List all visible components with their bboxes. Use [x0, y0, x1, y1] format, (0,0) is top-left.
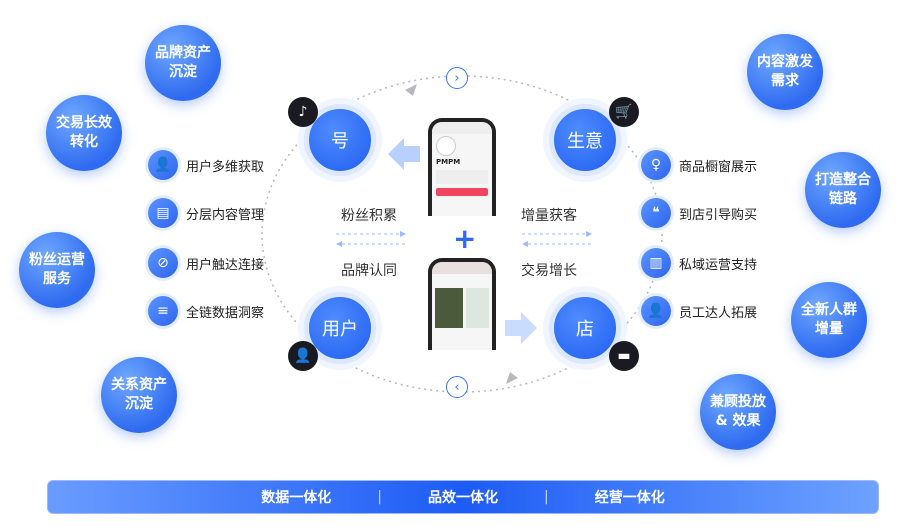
bubble-left-1: 品牌资产沉淀	[145, 25, 221, 101]
left-item-3: ⊘用户触达连接	[148, 248, 264, 278]
bubble-right-2: 打造整合链路	[805, 152, 881, 228]
right-item-2: ❝到店引导购买	[641, 198, 757, 228]
database-icon: ≡	[148, 296, 178, 326]
phone-account-name: PMPM	[436, 158, 461, 166]
bubble-left-3: 粉丝运营服务	[19, 232, 95, 308]
cart-icon: 🛒	[609, 97, 639, 127]
label-brand-recognition: 品牌认同	[341, 263, 397, 279]
right-item-1: ♀商品橱窗展示	[641, 150, 757, 180]
label-incremental-acquisition: 增量获客	[521, 208, 577, 224]
bubble-right-1: 内容激发需求	[747, 34, 823, 110]
store-icon: ▬	[609, 341, 639, 371]
phone-profile: PMPM	[428, 118, 496, 216]
next-button[interactable]: ›	[446, 67, 468, 89]
label-fan-accumulation: 粉丝积累	[341, 208, 397, 224]
tiktok-icon: ♪	[288, 97, 318, 127]
bubble-right-4: 兼顾投放& 效果	[700, 374, 776, 450]
divider: |	[544, 489, 549, 505]
arrow-left-icon	[388, 138, 420, 170]
operation-integration: 经营一体化	[594, 490, 665, 506]
prev-button[interactable]: ‹	[446, 376, 468, 398]
bubble-right-3: 全新人群增量	[791, 282, 867, 358]
quote-icon: ❝	[641, 198, 671, 228]
staff-icon: 👤	[641, 296, 671, 326]
divider: |	[377, 489, 382, 505]
user-icon: 👤	[148, 150, 178, 180]
plus-icon: +	[453, 222, 477, 255]
left-item-2: ▤分层内容管理	[148, 198, 264, 228]
label-transaction-growth: 交易增长	[521, 263, 577, 279]
bottom-bar: 数据一体化 | 品效一体化 | 经营一体化	[47, 480, 879, 514]
data-integration: 数据一体化	[261, 490, 332, 506]
dress-icon: ♀	[641, 150, 671, 180]
document-icon: ▤	[148, 198, 178, 228]
phone-store	[428, 258, 496, 350]
right-item-3: ▥私域运营支持	[641, 248, 757, 278]
bubble-left-4: 关系资产沉淀	[101, 357, 177, 433]
left-item-4: ≡全链数据洞察	[148, 296, 264, 326]
user-add-icon: 👤	[288, 341, 318, 371]
bubble-left-2: 交易长效转化	[46, 95, 122, 171]
right-item-4: 👤员工达人拓展	[641, 296, 757, 326]
brand-effect-integration: 品效一体化	[428, 490, 498, 506]
left-item-1: 👤用户多维获取	[148, 150, 264, 180]
map-icon: ▥	[641, 248, 671, 278]
link-icon: ⊘	[148, 248, 178, 278]
arrow-right-icon	[505, 312, 537, 344]
